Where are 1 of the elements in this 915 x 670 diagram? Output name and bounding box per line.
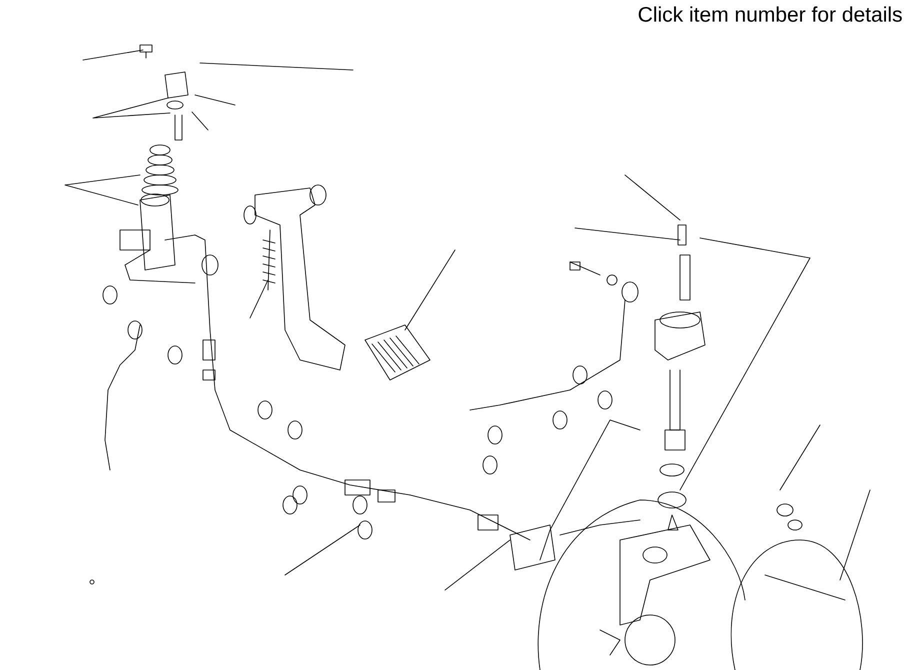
heading: Click item number for details xyxy=(638,6,902,22)
